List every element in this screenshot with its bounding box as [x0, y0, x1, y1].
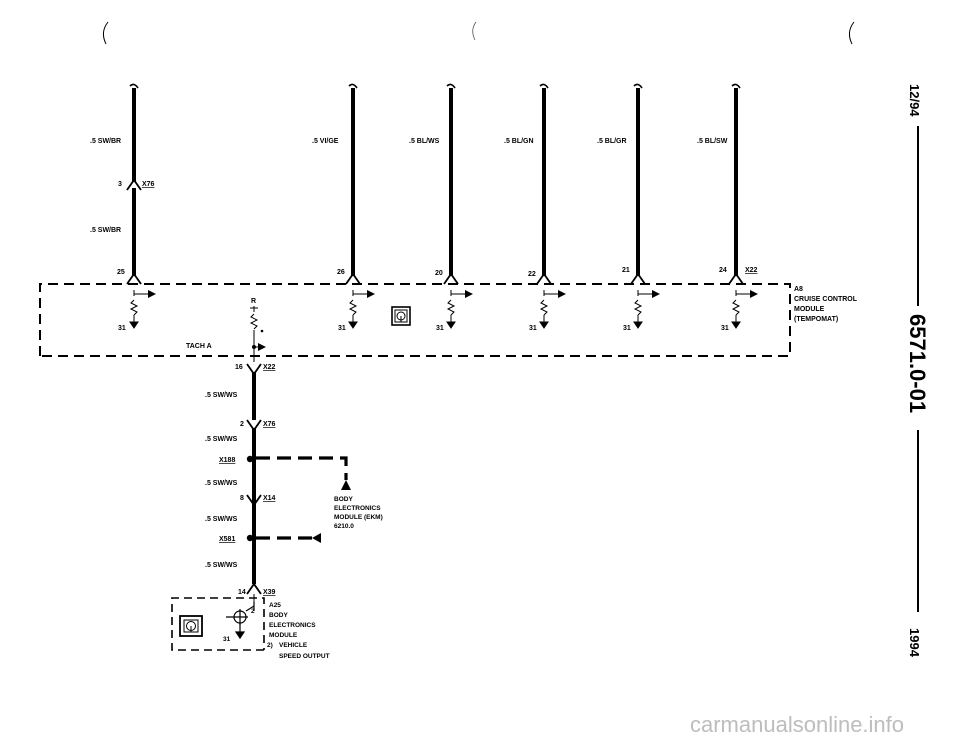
splice-name: X581: [219, 536, 235, 543]
ekm-label: BODY: [334, 496, 353, 503]
connector-x14: [246, 494, 262, 507]
margin-year: 1994: [907, 628, 922, 658]
module-label: MODULE: [794, 306, 825, 313]
scan-mark: [848, 21, 855, 45]
connector-name: X22: [263, 364, 276, 371]
wire-label: .5 BL/GN: [504, 138, 534, 145]
module-label: MODULE: [269, 632, 298, 639]
ekm-label: MODULE (EKM): [334, 514, 383, 521]
module-label: BODY: [269, 612, 288, 619]
ground-label: 31: [338, 325, 346, 332]
speed-signal-wire: [246, 363, 262, 602]
pin-number: 24: [719, 267, 727, 274]
tach-label: TACH A: [186, 343, 212, 350]
connector-name: X14: [263, 495, 276, 502]
ekm-label: 6210.0: [334, 523, 354, 530]
cruise-module-boundary: [39, 283, 791, 357]
connector-name: X39: [263, 589, 276, 596]
resistor-label: R: [251, 298, 256, 305]
watermark: carmanualsonline.info: [690, 712, 904, 737]
splice-x188: [246, 455, 254, 463]
connector-pin: 14: [238, 589, 246, 596]
module-label: CRUISE CONTROL: [794, 296, 858, 303]
body-module-internals: [226, 602, 255, 640]
wire-label: .5 BL/GR: [597, 138, 627, 145]
module-internals: [129, 290, 758, 362]
wire-label: .5 SW/WS: [205, 436, 238, 443]
module-label: ELECTRONICS: [269, 622, 316, 629]
body-module-icon: [179, 615, 203, 637]
splice-name: X188: [219, 457, 235, 464]
scan-mark: [102, 21, 109, 45]
connector-name: X76: [263, 421, 276, 428]
margin-date: 12/94: [907, 84, 922, 117]
ekm-links: [256, 456, 348, 540]
ground-label: 31: [118, 325, 126, 332]
wire-label: .5 SW/BR: [90, 227, 121, 234]
ground-label: 31: [529, 325, 537, 332]
module-label: (TEMPOMAT): [794, 316, 838, 323]
module-ref: A25: [269, 602, 281, 609]
ground-label: 31: [436, 325, 444, 332]
pin-number: 16: [235, 364, 243, 371]
module-icon: [391, 306, 411, 326]
note-text: VEHICLE: [279, 642, 308, 649]
wire-label: .5 SW/WS: [205, 562, 238, 569]
wire-label: .5 BL/WS: [409, 138, 440, 145]
pin-number: 26: [337, 269, 345, 276]
doc-number: 6571.0-01: [905, 314, 930, 413]
connector-pin: 2: [240, 421, 244, 428]
note-text: SPEED OUTPUT: [279, 653, 330, 660]
pin-number: 22: [528, 271, 536, 278]
wire-label: .5 SW/WS: [205, 480, 238, 487]
scan-mark: [472, 21, 477, 41]
wire-label: .5 SW/BR: [90, 138, 121, 145]
pin-number: 20: [435, 270, 443, 277]
connector-name: X76: [142, 181, 155, 188]
wire-label: .5 SW/WS: [205, 516, 238, 523]
ground-label: 31: [623, 325, 631, 332]
pin-number: 2: [251, 608, 255, 615]
ground-label: 31: [223, 636, 231, 643]
wire-label: .5 SW/WS: [205, 392, 238, 399]
ground-label: 31: [721, 325, 729, 332]
connector-pin: 8: [240, 495, 244, 502]
splice-x581: [246, 534, 254, 542]
ekm-arrow: [312, 533, 321, 543]
top-wires: [126, 83, 744, 285]
wire-label: .5 BL/SW: [697, 138, 728, 145]
connector-name: X22: [745, 267, 758, 274]
pin-number: 25: [117, 269, 125, 276]
wire-label: .5 VI/GE: [312, 138, 339, 145]
note-number: 2): [267, 642, 273, 649]
body-module-boundary: [171, 597, 265, 651]
connector-pin: 3: [118, 181, 122, 188]
ekm-arrow: [341, 480, 351, 490]
ekm-label: ELECTRONICS: [334, 505, 381, 512]
module-ref: A8: [794, 286, 803, 293]
pin-number: 21: [622, 267, 630, 274]
right-margin: 12/94 6571.0-01 1994: [905, 84, 930, 658]
